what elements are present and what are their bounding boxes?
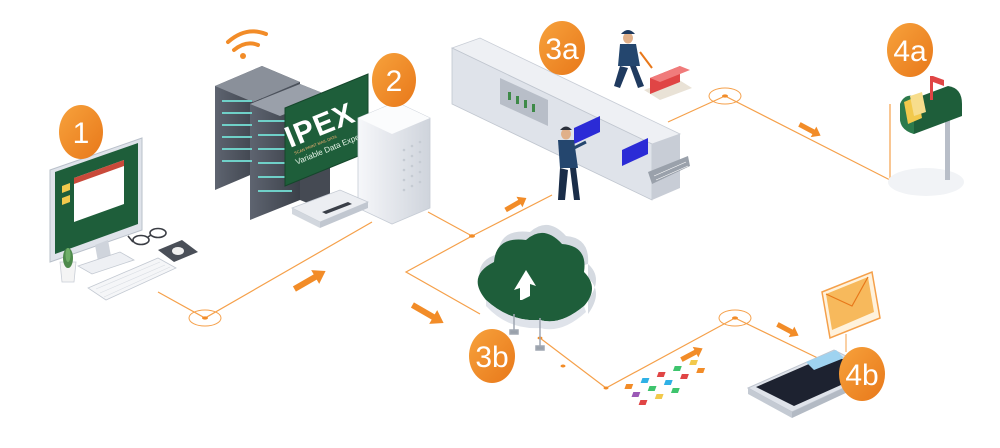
step-number: 4b [845,359,878,392]
storage-tower-icon [357,101,431,225]
mouse-icon [158,240,198,262]
server-group: IPEX SCAN PRINT MAIL DATA Variable Data … [215,29,431,228]
node-target [188,309,222,327]
line-1-to-2 [157,221,373,319]
computer-icon [49,137,143,275]
step-badge-3a: 3a [539,21,585,75]
flow-arrow-icon [798,122,821,138]
step-number: 1 [73,117,90,150]
operator-figure [558,126,587,200]
line-junction-to-cloud [404,235,481,315]
step-number: 3b [475,341,508,374]
node-target [718,309,752,327]
worker-pallet-figure [614,30,692,100]
line-printer-to-mailbox [667,95,891,181]
cloud-connectors [509,314,545,351]
smartphone-group [624,270,881,418]
flow-arrow-icon [292,270,326,292]
step-number: 3a [545,33,579,66]
line-cloud-to-phone [539,317,827,389]
router-icon [291,189,370,228]
node-target [708,87,742,105]
smartphone-icon [624,349,880,418]
step-badge-3b: 3b [469,329,515,383]
printer-screen [574,116,600,144]
workstation [49,137,198,301]
flow-arrow-icon [776,322,799,338]
cloud-group [477,224,596,351]
mailbox-group [888,76,964,196]
ipex-logo: IPEX SCAN PRINT MAIL DATA Variable Data … [280,73,375,187]
upload-arrow-icon [514,270,536,300]
cloud-icon [477,224,596,330]
step-badge-4a: 4a [887,23,933,77]
step-badge-4b: 4b [839,347,885,401]
flow-arrow-icon [410,302,444,324]
flow-arrow-icon [504,196,527,213]
step-badge-2: 2 [372,53,416,107]
plant-icon [59,248,77,283]
step-number: 4a [893,35,927,68]
step-badge-1: 1 [59,105,103,159]
printer-screen [622,138,648,166]
printer-icon [450,37,690,201]
flow-arrow-icon [680,346,703,362]
wifi-icon [226,29,268,59]
production-printer [450,30,692,201]
mailbox-icon [900,76,962,180]
envelope-icon [821,270,881,352]
keyboard-icon [87,257,177,301]
glasses-icon [127,227,167,246]
app-icons [624,360,706,405]
flow-arrows [292,122,821,362]
step-number: 2 [386,65,403,98]
